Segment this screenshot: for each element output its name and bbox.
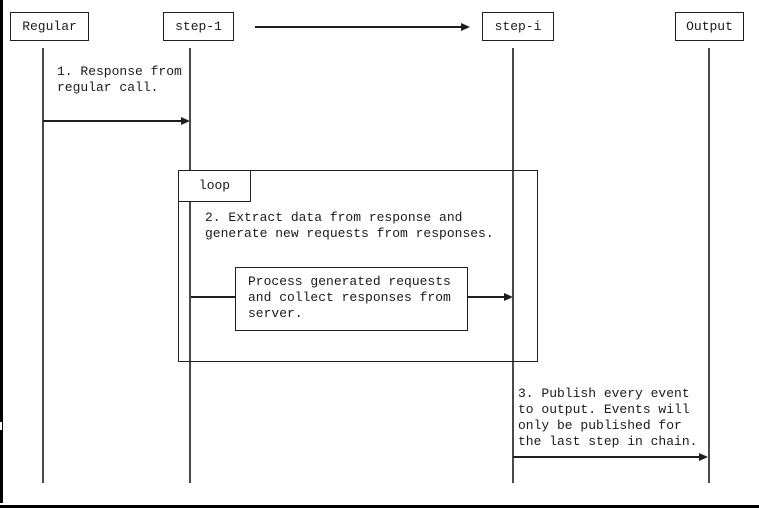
process-connector-line xyxy=(191,296,235,298)
process-arrow-line xyxy=(468,296,505,298)
actor-box-step-i: step-i xyxy=(482,12,554,41)
actor-label-regular: Regular xyxy=(22,18,77,34)
lifeline-step-i xyxy=(512,48,514,483)
message-3-label: 3. Publish every event to output. Events… xyxy=(518,386,698,449)
process-box: Process generated requests and collect r… xyxy=(235,267,468,331)
message-2-label: 2. Extract data from response and genera… xyxy=(205,210,494,241)
actor-label-step-1: step-1 xyxy=(175,18,222,34)
lifeline-regular xyxy=(42,48,44,483)
lifeline-output xyxy=(708,48,710,483)
actor-box-step-1: step-1 xyxy=(163,12,234,41)
actor-label-step-i: step-i xyxy=(494,18,542,34)
message-1-arrow-line xyxy=(43,120,182,122)
loop-fragment: loop xyxy=(178,170,538,362)
chain-arrow-head-icon xyxy=(461,23,470,31)
left-edge-bar xyxy=(0,0,3,503)
actor-box-output: Output xyxy=(675,12,744,41)
message-3-arrow-line xyxy=(513,456,700,458)
bottom-edge-line xyxy=(0,505,759,508)
actor-box-regular: Regular xyxy=(10,12,89,41)
left-edge-bar-notch xyxy=(0,422,2,430)
loop-label: loop xyxy=(198,178,231,193)
actor-label-output: Output xyxy=(686,18,733,34)
chain-arrow-line xyxy=(255,26,462,28)
lifeline-step-1 xyxy=(189,48,191,483)
process-arrow-head-icon xyxy=(504,293,513,301)
message-1-arrow-head-icon xyxy=(181,117,190,125)
message-1-label: 1. Response from regular call. xyxy=(57,64,182,95)
loop-label-box: loop xyxy=(178,170,251,202)
message-3-arrow-head-icon xyxy=(699,453,708,461)
